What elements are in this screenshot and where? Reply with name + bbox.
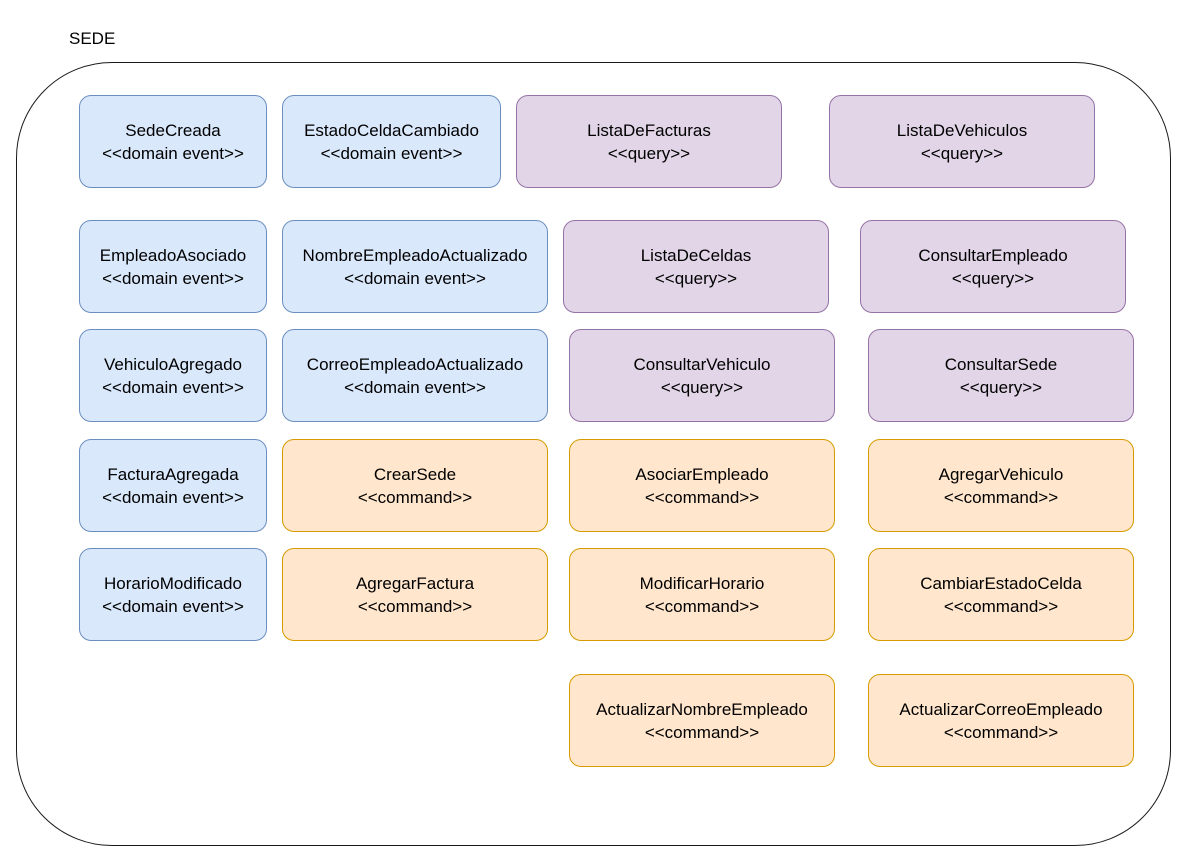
query-box-consultar-vehiculo[interactable]: ConsultarVehiculo <<query>> [569,329,835,422]
box-name: CorreoEmpleadoActualizado [306,354,524,374]
box-stereotype: <<command>> [943,487,1059,507]
box-stereotype: <<command>> [943,722,1059,742]
query-box-lista-de-celdas[interactable]: ListaDeCeldas <<query>> [563,220,829,313]
box-stereotype: <<command>> [644,487,760,507]
command-box-agregar-vehiculo[interactable]: AgregarVehiculo <<command>> [868,439,1134,532]
box-stereotype: <<domain event>> [102,596,244,616]
domain-event-box-estado-celda-cambiado[interactable]: EstadoCeldaCambiado <<domain event>> [282,95,501,188]
box-name: NombreEmpleadoActualizado [302,245,528,265]
domain-event-box-factura-agregada[interactable]: FacturaAgregada <<domain event>> [79,439,267,532]
box-stereotype: <<command>> [644,722,760,742]
box-stereotype: <<domain event>> [320,143,463,163]
sede-container [16,62,1171,846]
box-stereotype: <<query>> [951,268,1035,288]
box-stereotype: <<domain event>> [102,377,244,397]
domain-event-box-nombre-empleado-actualizado[interactable]: NombreEmpleadoActualizado <<domain event… [282,220,548,313]
command-box-agregar-factura[interactable]: AgregarFactura <<command>> [282,548,548,641]
command-box-actualizar-nombre-empleado[interactable]: ActualizarNombreEmpleado <<command>> [569,674,835,767]
box-name: AsociarEmpleado [635,464,769,484]
box-stereotype: <<query>> [654,268,738,288]
box-name: ActualizarNombreEmpleado [596,699,808,719]
box-name: AgregarFactura [355,573,475,593]
domain-event-box-sede-creada[interactable]: SedeCreada <<domain event>> [79,95,267,188]
box-name: ListaDeCeldas [640,245,752,265]
box-name: FacturaAgregada [107,464,239,484]
box-stereotype: <<domain event>> [344,268,486,288]
command-box-asociar-empleado[interactable]: AsociarEmpleado <<command>> [569,439,835,532]
box-name: EmpleadoAsociado [99,245,247,265]
box-name: ListaDeVehiculos [896,120,1028,140]
box-name: VehiculoAgregado [103,354,242,374]
box-name: HorarioModificado [104,573,242,593]
command-box-crear-sede[interactable]: CrearSede <<command>> [282,439,548,532]
query-box-consultar-sede[interactable]: ConsultarSede <<query>> [868,329,1134,422]
domain-event-box-horario-modificado[interactable]: HorarioModificado <<domain event>> [79,548,267,641]
domain-event-box-empleado-asociado[interactable]: EmpleadoAsociado <<domain event>> [79,220,267,313]
command-box-cambiar-estado-celda[interactable]: CambiarEstadoCelda <<command>> [868,548,1134,641]
box-name: ModificarHorario [639,573,765,593]
box-name: CambiarEstadoCelda [920,573,1082,593]
domain-event-box-vehiculo-agregado[interactable]: VehiculoAgregado <<domain event>> [79,329,267,422]
box-stereotype: <<command>> [644,596,760,616]
box-stereotype: <<command>> [357,487,473,507]
box-stereotype: <<domain event>> [102,143,244,163]
box-name: ConsultarEmpleado [918,245,1068,265]
domain-event-box-correo-empleado-actualizado[interactable]: CorreoEmpleadoActualizado <<domain event… [282,329,548,422]
box-stereotype: <<query>> [607,143,691,163]
box-name: SedeCreada [125,120,221,140]
box-stereotype: <<query>> [920,143,1004,163]
box-name: CrearSede [373,464,457,484]
box-name: ActualizarCorreoEmpleado [899,699,1103,719]
container-title: SEDE [69,29,116,48]
command-box-modificar-horario[interactable]: ModificarHorario <<command>> [569,548,835,641]
command-box-actualizar-correo-empleado[interactable]: ActualizarCorreoEmpleado <<command>> [868,674,1134,767]
box-name: ConsultarVehiculo [633,354,771,374]
box-stereotype: <<domain event>> [102,268,244,288]
box-stereotype: <<query>> [660,377,744,397]
query-box-lista-de-facturas[interactable]: ListaDeFacturas <<query>> [516,95,782,188]
box-stereotype: <<command>> [357,596,473,616]
box-name: ConsultarSede [944,354,1058,374]
box-name: ListaDeFacturas [587,120,711,140]
box-stereotype: <<domain event>> [102,487,244,507]
query-box-consultar-empleado[interactable]: ConsultarEmpleado <<query>> [860,220,1126,313]
query-box-lista-de-vehiculos[interactable]: ListaDeVehiculos <<query>> [829,95,1095,188]
box-name: EstadoCeldaCambiado [304,120,479,140]
box-stereotype: <<domain event>> [344,377,486,397]
box-stereotype: <<query>> [959,377,1043,397]
box-name: AgregarVehiculo [938,464,1064,484]
box-stereotype: <<command>> [943,596,1059,616]
